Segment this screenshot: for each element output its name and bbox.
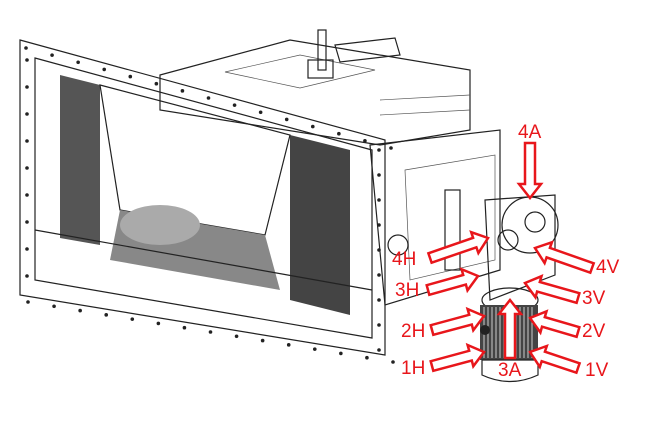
bolt: [310, 124, 315, 129]
bolt: [25, 247, 29, 251]
arrow-1h-icon: [429, 342, 486, 373]
bolt: [258, 110, 263, 115]
label-3V: 3V: [582, 288, 606, 309]
bolt: [25, 166, 29, 170]
bolt: [182, 325, 187, 330]
bolt: [377, 148, 381, 152]
bolt: [52, 304, 56, 309]
bolt: [234, 334, 239, 339]
label-1H: 1H: [401, 358, 425, 379]
bolt: [128, 74, 133, 79]
bolt: [312, 347, 317, 351]
bolt: [25, 193, 29, 197]
arrow-4a-icon: [516, 141, 544, 201]
bolt: [284, 117, 289, 122]
label-3H: 3H: [395, 280, 419, 301]
arrow-2h-icon: [429, 306, 486, 337]
bolt: [206, 96, 211, 100]
arrow-3v-icon: [523, 274, 581, 305]
arrow-1v-icon: [528, 343, 582, 375]
bolt: [25, 85, 29, 89]
bolt: [363, 139, 367, 143]
bolt: [25, 139, 29, 143]
bolt: [76, 60, 80, 65]
bolt: [232, 103, 237, 107]
arrow-4v-icon: [533, 240, 596, 275]
bolt: [339, 351, 343, 356]
bolt: [154, 81, 159, 86]
bolt: [377, 298, 381, 302]
bolt: [104, 313, 109, 317]
arrow-2v-icon: [528, 309, 581, 339]
label-1V: 1V: [585, 360, 609, 381]
bolt: [377, 348, 381, 352]
bolt: [130, 317, 135, 321]
bolt: [260, 338, 265, 343]
bolt: [25, 58, 29, 62]
bolt: [25, 112, 29, 116]
bolt: [208, 330, 213, 334]
bolt: [102, 67, 107, 72]
label-4H: 4H: [392, 249, 416, 270]
bolt: [286, 343, 291, 347]
measurement-arrows: [425, 141, 596, 375]
label-4A: 4A: [518, 122, 542, 143]
bolt: [156, 321, 161, 326]
bolt: [25, 220, 29, 224]
bolt: [377, 273, 381, 277]
bolt: [377, 323, 381, 327]
bolt: [180, 89, 185, 93]
bolt: [391, 360, 395, 364]
bolt: [377, 173, 381, 177]
bolt: [377, 198, 381, 202]
top-housing: [159, 29, 471, 146]
label-3A: 3A: [498, 360, 522, 381]
label-4V: 4V: [596, 257, 620, 278]
bolt: [25, 274, 29, 278]
arrow-3h-icon: [425, 267, 480, 297]
arrow-4h-icon: [426, 230, 490, 265]
bolt: [78, 308, 82, 313]
bolt: [24, 46, 28, 50]
bolt: [337, 131, 341, 136]
main-frame: [19, 39, 386, 356]
bolt: [26, 300, 30, 304]
label-2V: 2V: [582, 321, 606, 342]
arrow-3a-icon: [496, 297, 524, 360]
frame-bolts: [24, 46, 395, 364]
bolt: [389, 146, 393, 150]
bolt: [365, 355, 369, 360]
bolt: [377, 223, 381, 227]
side-body: [369, 129, 501, 306]
label-2H: 2H: [401, 321, 425, 342]
bolt: [50, 53, 54, 57]
bolt: [377, 248, 381, 252]
